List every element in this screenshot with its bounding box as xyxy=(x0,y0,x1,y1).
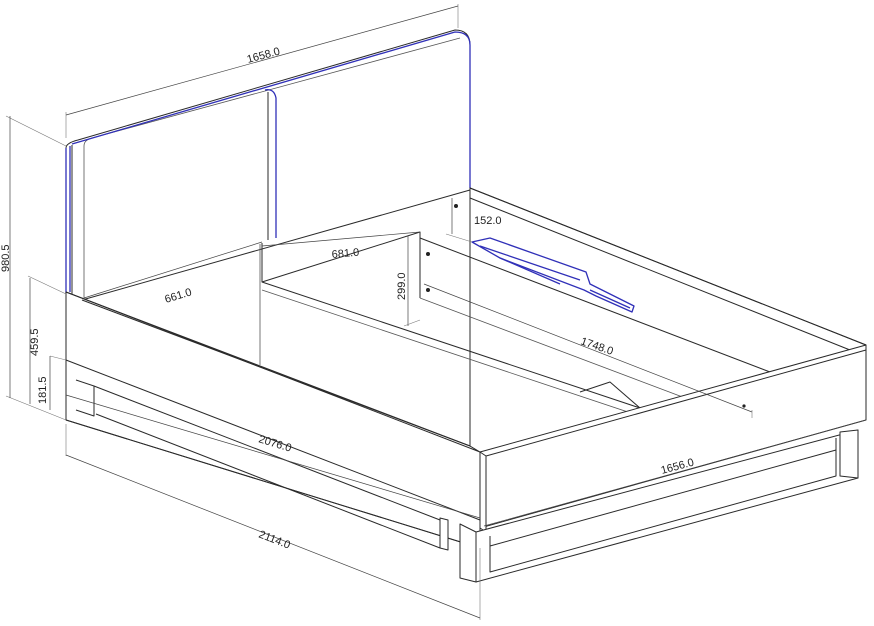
dim-side-height: 459.5 xyxy=(29,328,41,356)
dim-rail-offset: 152.0 xyxy=(474,215,502,227)
left-side-rail xyxy=(65,291,481,549)
lift-mechanism xyxy=(471,237,635,313)
dim-rail-height: 299.0 xyxy=(396,272,408,300)
dim-total-length: 2114.0 xyxy=(257,529,292,552)
base-frame xyxy=(75,379,859,583)
dim-base-height: 181.5 xyxy=(37,376,49,404)
dim-total-height: 980.5 xyxy=(0,244,12,272)
dim-inner-width-right: 681.0 xyxy=(331,247,359,261)
dimension-lines xyxy=(5,4,867,620)
dim-headboard-width: 1658.0 xyxy=(246,46,282,66)
dim-inner-width-left: 661.0 xyxy=(163,286,193,306)
